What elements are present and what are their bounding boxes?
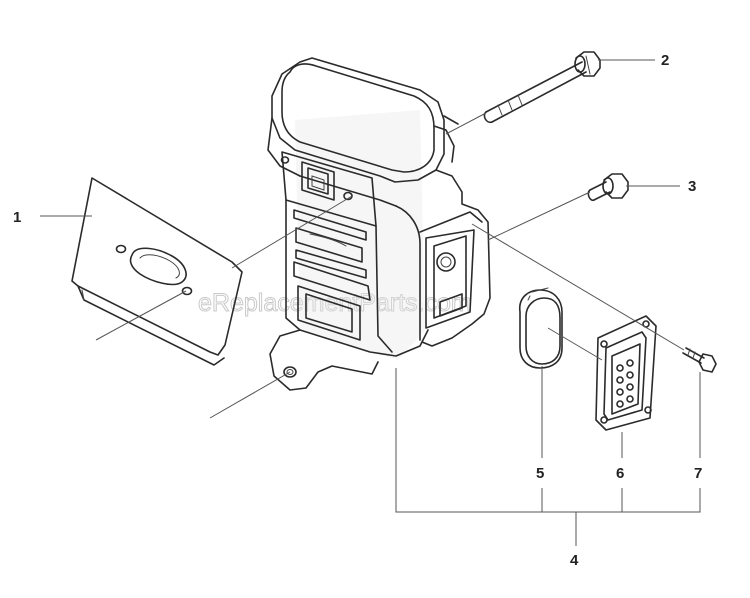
outlet-gasket-part-5[interactable]	[518, 287, 563, 369]
gasket-part-1[interactable]	[71, 177, 243, 366]
muffler-body[interactable]	[267, 57, 491, 391]
callout-7: 7	[694, 465, 702, 482]
callout-2: 2	[661, 52, 669, 69]
callout-6: 6	[616, 465, 624, 482]
screw-part-7[interactable]	[682, 347, 717, 373]
callout-labels: 1 2 3 4 5 6 7	[13, 52, 702, 569]
assembly-lines	[95, 112, 685, 419]
callout-1: 1	[13, 209, 21, 226]
callout-4: 4	[570, 552, 579, 569]
callout-leaders	[40, 59, 701, 546]
callout-3: 3	[688, 178, 696, 195]
spark-screen-part-6[interactable]	[595, 315, 657, 431]
short-bolt-part-3[interactable]	[587, 173, 629, 202]
long-bolt-part-2[interactable]	[483, 51, 601, 124]
callout-5: 5	[536, 465, 544, 482]
